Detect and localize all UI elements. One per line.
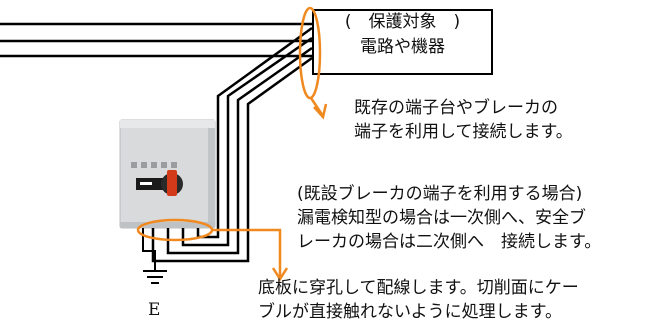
bottom-callout-line-1: 底板に穿孔して配線します。切削面にケー [258,278,579,298]
breaker-callout-line-1: (既設ブレーカの端子を利用する場合) [297,184,583,204]
terminal-callout-line-2: 端子を利用して接続します。 [354,122,573,142]
target-line-1: ( 保護対象 ) [344,12,461,32]
breaker-callout-line-2: 漏電検知型の場合は一次側へ、安全ブ [297,208,586,228]
switch-handle [167,170,177,196]
terminal-highlight [298,6,322,100]
earth-ground-icon [142,228,167,284]
bottom-callout-line-2: ブルが直接触れないように処理します。 [258,302,562,322]
protected-target-label: ( 保護対象 ) 電路や機器 [313,10,492,74]
device-icon [119,119,216,229]
terminal-callout-line-1: 既存の端子台やブレーカの [354,98,558,118]
earth-label: E [148,300,161,320]
breaker-callout-line-3: レーカの場合は二次側へ 接続します。 [297,232,602,252]
bottom-arrow [211,228,282,277]
power-lines [0,22,313,58]
protected-target-box [312,9,493,75]
target-line-2: 電路や機器 [360,37,445,57]
callout-markers [136,6,328,282]
